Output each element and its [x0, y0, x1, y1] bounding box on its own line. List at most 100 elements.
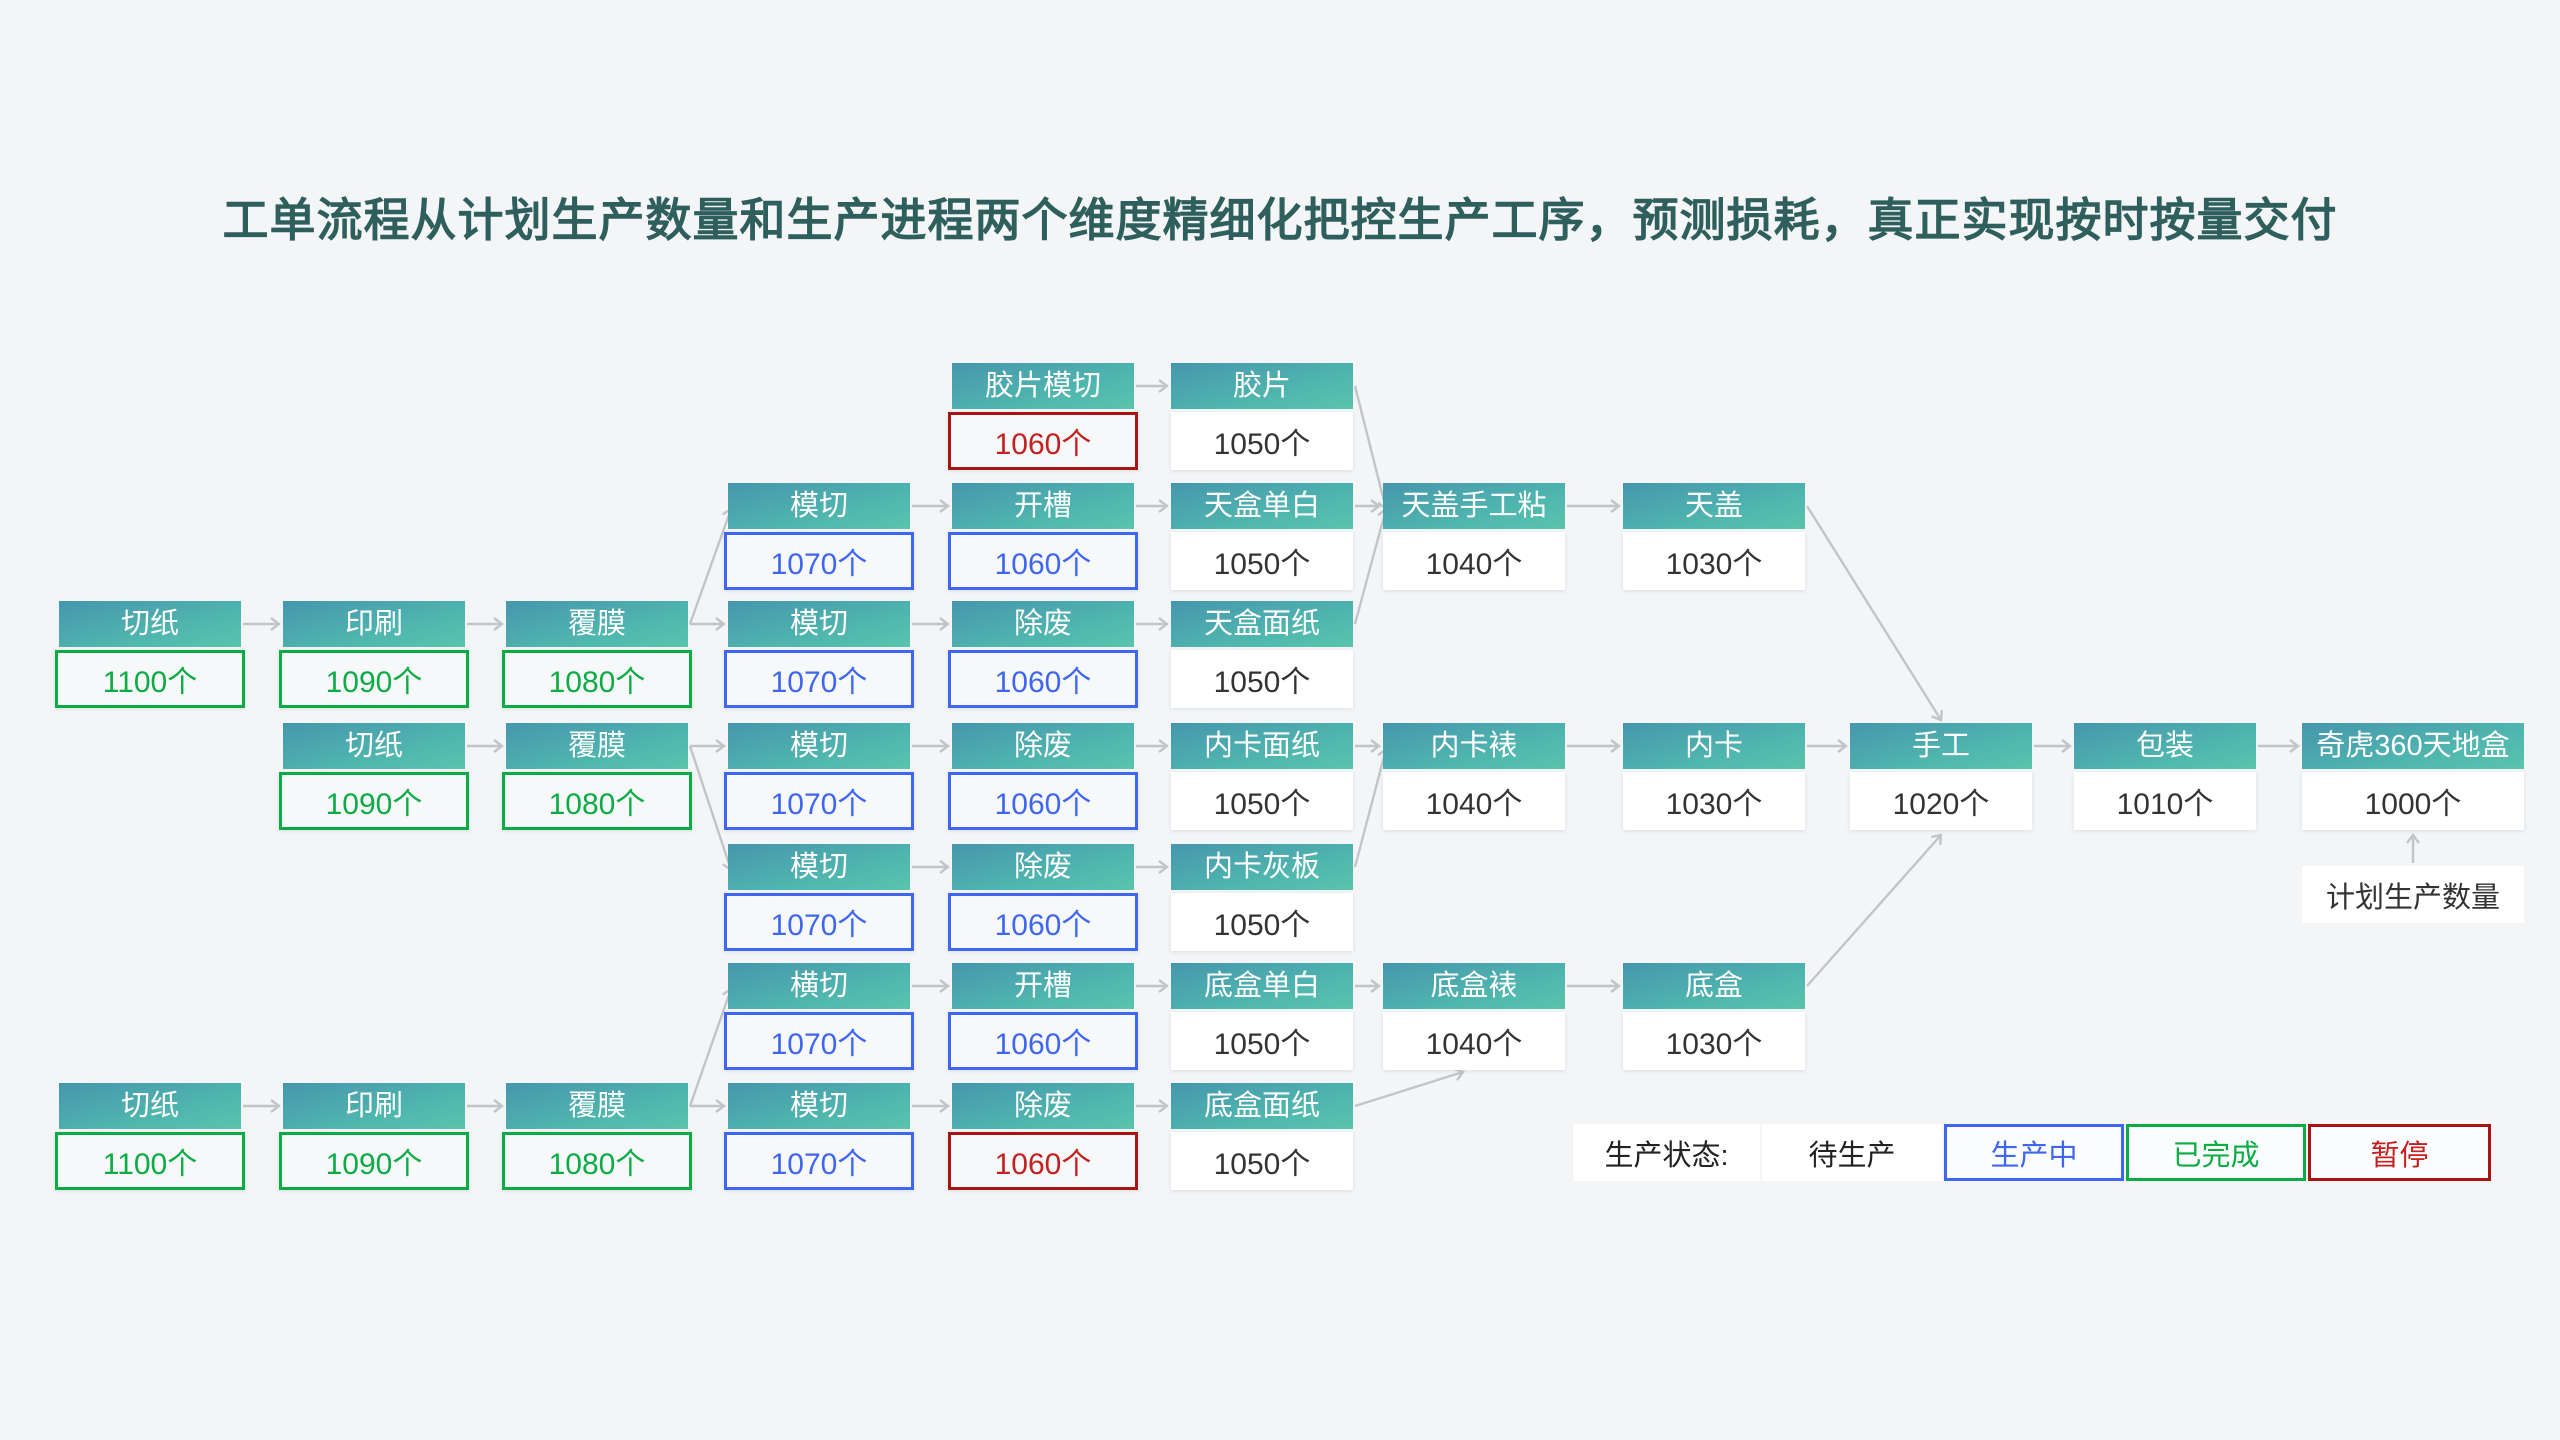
node-label: 模切	[728, 1083, 910, 1129]
node-label: 胶片	[1171, 363, 1353, 409]
node-qty: 1080个	[502, 1132, 692, 1190]
node-label: 印刷	[283, 601, 465, 647]
node-qty: 1080个	[502, 772, 692, 830]
node-label: 印刷	[283, 1083, 465, 1129]
flow-arrow-nkhb-nkb	[1353, 747, 1391, 868]
node-qty: 1070个	[724, 772, 914, 830]
node-label: 内卡面纸	[1171, 723, 1353, 769]
node-qty: 1060个	[948, 1012, 1138, 1070]
node-qty: 1010个	[2074, 772, 2256, 830]
node-qty: 1050个	[1171, 893, 1353, 951]
flow-arrow-tg-sg	[1805, 505, 1944, 722]
node-label: 横切	[728, 963, 910, 1009]
node-qty: 1050个	[1171, 1012, 1353, 1070]
page-title: 工单流程从计划生产数量和生产进程两个维度精细化把控生产工序，预测损耗，真正实现按…	[222, 194, 2338, 246]
flow-arrow-jp-tgsgz	[1353, 385, 1391, 511]
node-label: 内卡裱	[1383, 723, 1565, 769]
node-qty: 1020个	[1850, 772, 2032, 830]
node-qty: 1060个	[948, 772, 1138, 830]
node-label: 天盖	[1623, 483, 1805, 529]
node-label: 模切	[728, 483, 910, 529]
node-qty: 1030个	[1623, 1012, 1805, 1070]
node-qty: 1050个	[1171, 1132, 1353, 1190]
node-qty: 1040个	[1383, 772, 1565, 830]
flow-arrow-thmz-tgsgz	[1353, 507, 1391, 625]
legend-item-pending: 待生产	[1762, 1124, 1942, 1181]
node-label: 天盖手工粘	[1383, 483, 1565, 529]
node-label: 模切	[728, 844, 910, 890]
legend-item-paused: 暂停	[2308, 1124, 2491, 1181]
node-label: 除废	[952, 601, 1134, 647]
node-label: 天盒面纸	[1171, 601, 1353, 647]
node-label: 奇虎360天地盒	[2302, 723, 2524, 769]
node-qty: 1050个	[1171, 650, 1353, 708]
node-qty: 1100个	[55, 1132, 245, 1190]
node-qty: 1100个	[55, 650, 245, 708]
node-qty: 1070个	[724, 650, 914, 708]
node-qty: 1060个	[948, 650, 1138, 708]
node-qty: 1030个	[1623, 532, 1805, 590]
node-label: 覆膜	[506, 1083, 688, 1129]
node-label: 内卡灰板	[1171, 844, 1353, 890]
node-qty: 1070个	[724, 532, 914, 590]
node-label: 天盒单白	[1171, 483, 1353, 529]
node-qty: 1040个	[1383, 532, 1565, 590]
node-label: 包装	[2074, 723, 2256, 769]
node-label: 模切	[728, 723, 910, 769]
node-qty: 1050个	[1171, 412, 1353, 470]
node-qty: 1070个	[724, 1132, 914, 1190]
node-qty: 1090个	[279, 772, 469, 830]
node-label: 底盒裱	[1383, 963, 1565, 1009]
node-qty: 1060个	[948, 412, 1138, 470]
node-qty: 1060个	[948, 1132, 1138, 1190]
node-label: 除废	[952, 1083, 1134, 1129]
node-qty: 1060个	[948, 532, 1138, 590]
node-label: 模切	[728, 601, 910, 647]
node-qty: 1050个	[1171, 532, 1353, 590]
legend-title: 生产状态:	[1573, 1124, 1760, 1181]
flow-arrow-dhmz-dhb	[1354, 1067, 1465, 1108]
node-label: 开槽	[952, 483, 1134, 529]
node-qty: 1080个	[502, 650, 692, 708]
node-label: 底盒	[1623, 963, 1805, 1009]
node-qty: 1070个	[724, 1012, 914, 1070]
node-label: 切纸	[59, 601, 241, 647]
